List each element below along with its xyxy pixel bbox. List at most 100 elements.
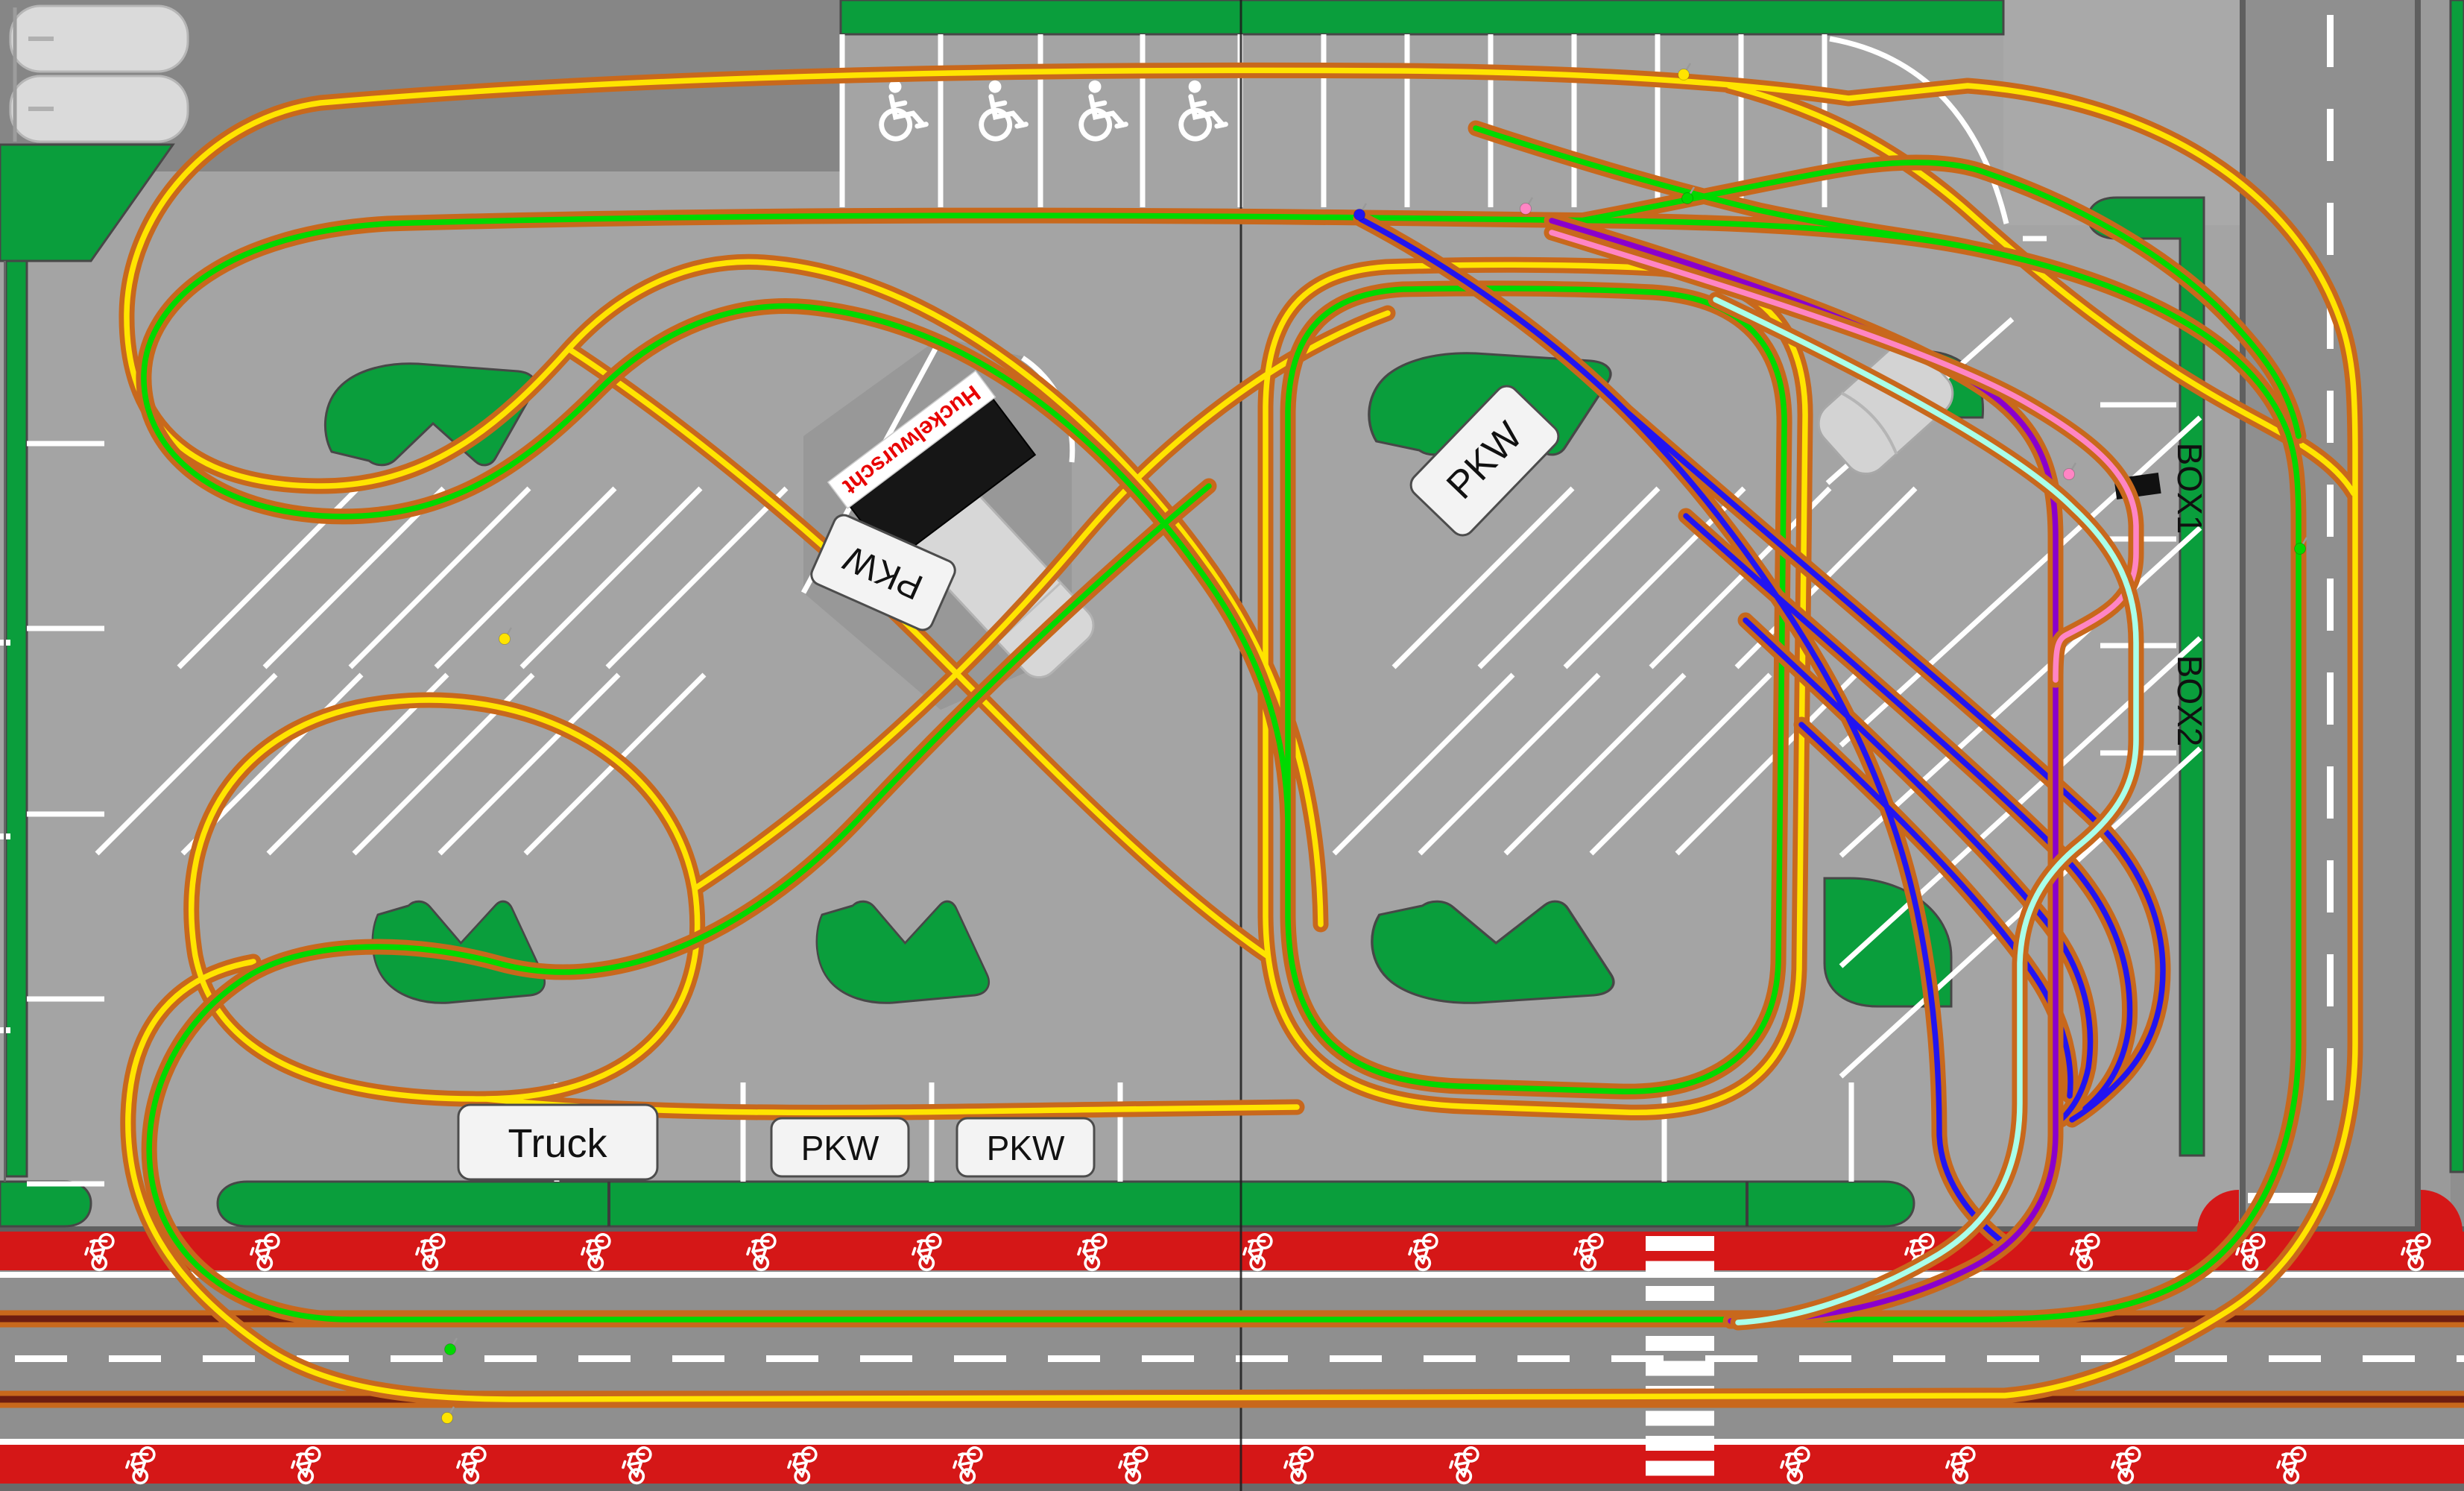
road-edge-right	[2415, 0, 2421, 1226]
parking-lot-pavement	[0, 0, 2240, 1226]
waypoint-pin	[441, 1406, 455, 1424]
stall-diagonal	[1391, 486, 1575, 669]
dash	[2327, 672, 2334, 725]
dash	[1705, 1355, 1757, 1362]
zebra-stripe	[1646, 1436, 1714, 1451]
pkw1-label-text: PKW	[801, 1129, 879, 1167]
stall-diagonal	[1839, 746, 2202, 1079]
dash	[2457, 1355, 2464, 1362]
right-road	[2197, 0, 2463, 1232]
road-edge-left	[2240, 0, 2246, 1226]
box1-label: BOX1	[2170, 443, 2209, 535]
dash	[578, 1355, 631, 1362]
storage-tanks	[9, 4, 189, 143]
lane-line	[0, 1439, 2464, 1445]
stall-label-truck: Truck	[457, 1103, 659, 1181]
zebra-stripe	[1646, 1410, 1714, 1426]
waypoint-pin	[1681, 186, 1696, 204]
dash	[203, 1355, 255, 1362]
dash	[15, 1355, 67, 1362]
dash	[954, 1355, 1006, 1362]
stall-diagonal	[1477, 486, 1661, 669]
dash	[2327, 203, 2334, 255]
dash	[1517, 1355, 1570, 1362]
dash	[1142, 1355, 1194, 1362]
dash	[1236, 1355, 1288, 1362]
left-green-patch	[0, 143, 175, 262]
tank	[9, 75, 189, 143]
bottom-road	[0, 1226, 2464, 1491]
stall-diagonal	[605, 486, 789, 669]
center-dashed-line	[15, 1355, 2464, 1362]
bottom-green-bar	[216, 1180, 1915, 1228]
dash	[2327, 1048, 2334, 1100]
stall-diagonal	[519, 486, 703, 669]
dash	[1048, 1355, 1100, 1362]
stall-diagonal	[434, 486, 617, 669]
dash	[672, 1355, 724, 1362]
dash	[2327, 109, 2334, 161]
curb-line	[0, 1226, 2464, 1232]
road-edge-bottom	[0, 1484, 2464, 1491]
zebra-stripe	[1646, 1286, 1714, 1301]
waypoint-pin	[1678, 63, 1692, 81]
dash	[2327, 297, 2334, 349]
bike-lane-corner	[2197, 1190, 2239, 1232]
dash	[2269, 1355, 2321, 1362]
waypoint-pin	[2063, 462, 2077, 480]
zebra-stripe	[1646, 1336, 1714, 1351]
roadside-green-strip	[2449, 0, 2464, 1173]
stall-diagonal	[1589, 672, 1772, 856]
stall-diagonal	[1503, 672, 1687, 856]
stall-diagonal	[1839, 415, 2202, 748]
dash	[1799, 1355, 1851, 1362]
dash	[484, 1355, 537, 1362]
left-road-edge	[4, 261, 6, 1182]
zebra-stripe	[1646, 1236, 1714, 1251]
dash	[2327, 485, 2334, 537]
waypoint-pin	[1520, 197, 1534, 215]
pkw2-label-text: PKW	[987, 1129, 1065, 1167]
green-islands	[0, 0, 2464, 1228]
left-green-cap	[0, 1180, 92, 1228]
dash	[1987, 1355, 2039, 1362]
truck-label-text: Truck	[508, 1121, 608, 1166]
bike-lane-top	[0, 1232, 2464, 1270]
zebra-stripe	[1646, 1361, 1714, 1376]
dash	[2327, 15, 2334, 67]
waypoint-pins	[441, 63, 2308, 1424]
tank	[9, 4, 189, 73]
dash	[1611, 1355, 1664, 1362]
dash	[2175, 1355, 2227, 1362]
waypoint-pin	[2294, 537, 2308, 555]
dash	[766, 1355, 818, 1362]
stall-diagonal	[1332, 672, 1515, 856]
box2-label: BOX2	[2170, 655, 2209, 747]
lane-line	[0, 1272, 2464, 1278]
dash	[860, 1355, 912, 1362]
shoulder	[2421, 0, 2451, 1226]
dash	[2363, 1355, 2415, 1362]
stall-label-pkw-1: PKW	[770, 1117, 910, 1178]
dash	[2327, 860, 2334, 912]
zebra-stripe	[1646, 1460, 1714, 1476]
stall-label-pkw-2: PKW	[955, 1117, 1096, 1178]
dash	[1424, 1355, 1476, 1362]
stall-diagonal	[262, 486, 446, 669]
dash	[2327, 954, 2334, 1006]
stall-diagonal	[348, 486, 531, 669]
dash	[2327, 579, 2334, 631]
stall-diagonal	[1839, 526, 2202, 858]
dash	[1330, 1355, 1382, 1362]
stall-diagonal	[95, 672, 278, 856]
dash	[2327, 391, 2334, 443]
stall-diagonal	[1418, 672, 1601, 856]
waypoint-pin	[499, 627, 513, 645]
dash	[109, 1355, 161, 1362]
dash	[2327, 766, 2334, 819]
bike-lane-bottom	[0, 1445, 2464, 1484]
waypoint-pin	[444, 1337, 458, 1355]
dash	[2081, 1355, 2133, 1362]
